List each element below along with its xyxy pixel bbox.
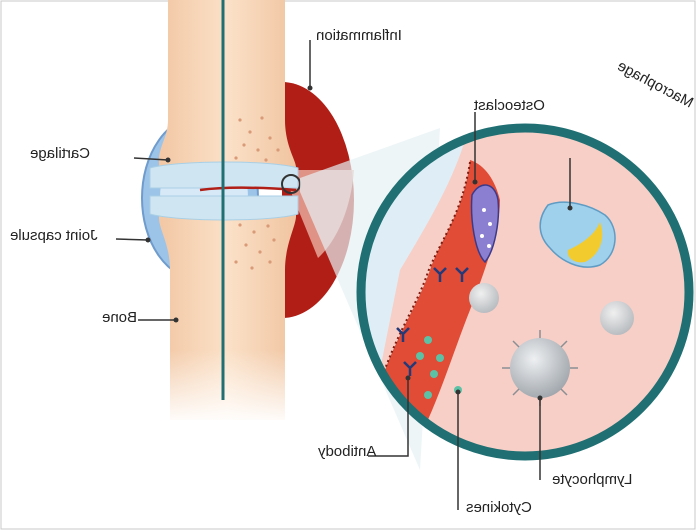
label-macrophage-group: Macrophage bbox=[614, 57, 696, 111]
label-antibody: Antibody bbox=[318, 443, 377, 460]
label-macrophage: Macrophage bbox=[614, 57, 696, 111]
lymphocyte-cell bbox=[502, 330, 578, 406]
label-inflammation: Inflammation bbox=[316, 27, 402, 44]
label-lymphocyte: Lymphocyte bbox=[552, 471, 632, 488]
label-bone-group: Bone bbox=[102, 309, 137, 326]
upper-bone bbox=[159, 0, 296, 170]
cell-blob-2 bbox=[600, 301, 634, 335]
label-inflammation-group: Inflammation bbox=[316, 27, 402, 44]
label-joint-capsule-group: Joint capsule bbox=[10, 227, 98, 244]
label-cartilage: Cartilage bbox=[30, 145, 90, 162]
label-joint-capsule: Joint capsule bbox=[10, 227, 98, 244]
label-antibody-group: Antibody bbox=[318, 443, 377, 460]
label-bone: Bone bbox=[102, 309, 137, 326]
cell-blob-1 bbox=[469, 283, 499, 313]
label-cytokines: Cytokines bbox=[466, 499, 532, 516]
label-cytokines-group: Cytokines bbox=[466, 499, 532, 516]
label-lymphocyte-group: Lymphocyte bbox=[552, 471, 632, 488]
label-osteoclast: Osteoclast bbox=[473, 97, 545, 114]
label-cartilage-group: Cartilage bbox=[30, 145, 90, 162]
label-osteoclast-group: Osteoclast bbox=[473, 97, 545, 114]
bone-fade bbox=[150, 350, 310, 425]
